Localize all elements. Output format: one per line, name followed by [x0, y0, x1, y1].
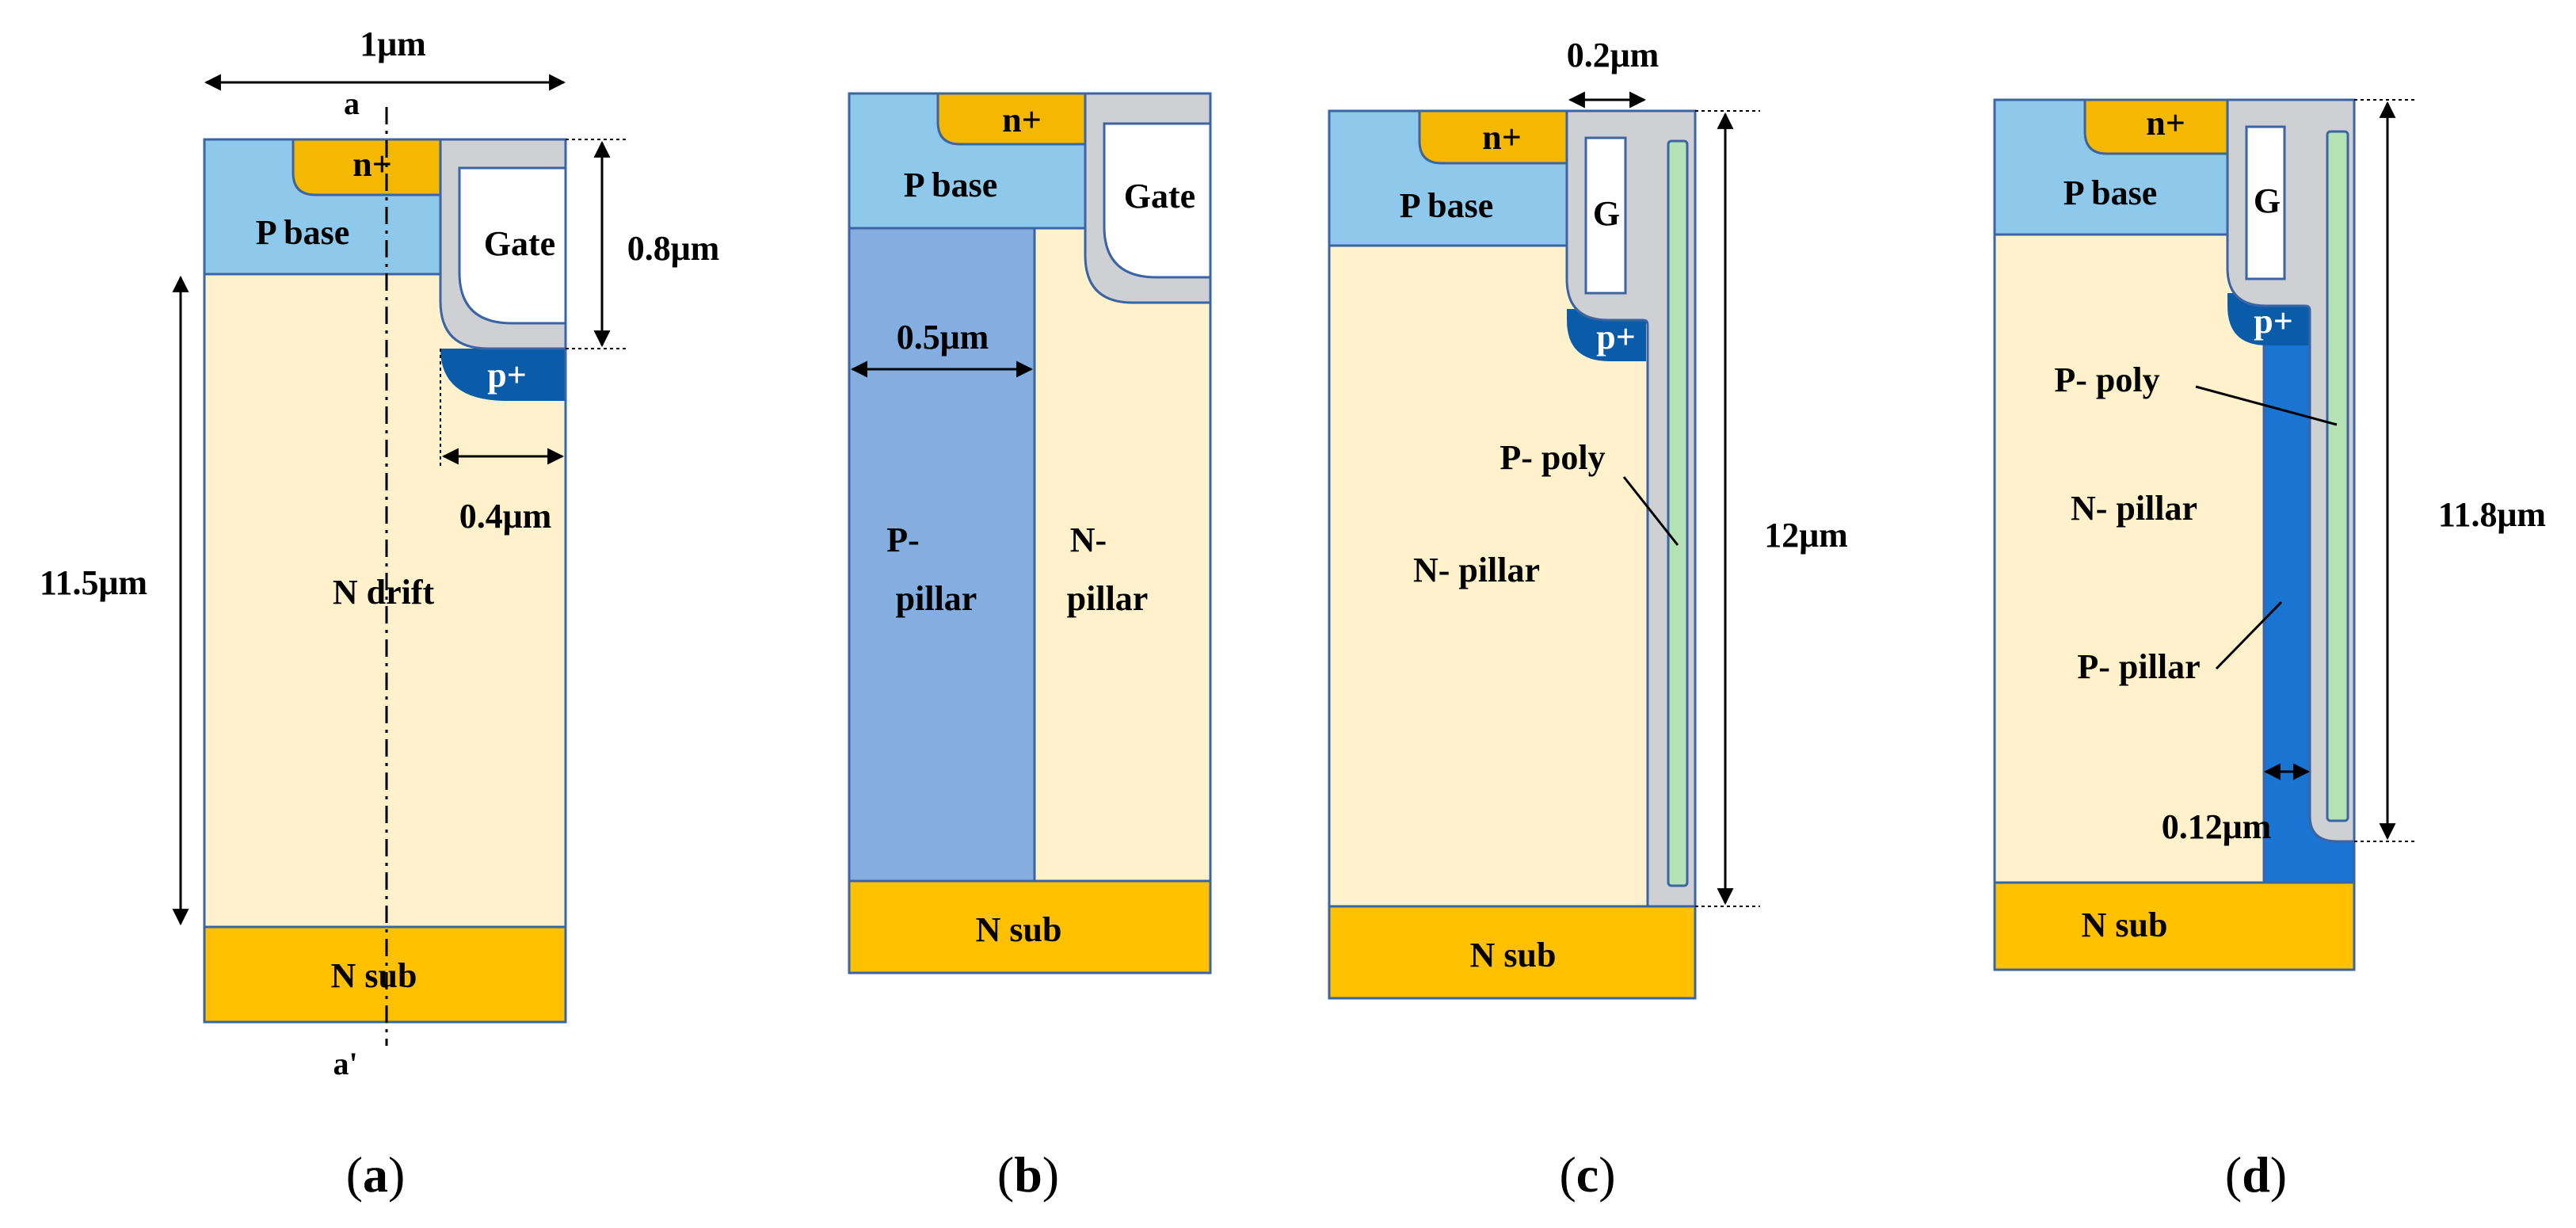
n-plus-label: n+: [2146, 104, 2185, 143]
n-plus-region: [2083, 98, 2231, 155]
dim-trench-label: 0.2μm: [1567, 36, 1660, 74]
panel-c: 0.2μm n+ P base G p+ P- poly 12μm N- pil…: [1328, 36, 1848, 1203]
gate-label: G: [2254, 181, 2281, 220]
n-pillar-label-1: N-: [1070, 521, 1107, 559]
n-pillar-label: N- pillar: [2071, 489, 2197, 528]
cut-label-bottom: a': [333, 1046, 357, 1081]
n-drift-label: N drift: [333, 573, 435, 612]
gate-label: G: [1593, 194, 1620, 233]
panel-b: n+ P base Gate 0.5μm P- pillar N- pillar…: [848, 92, 1212, 1203]
p-base-label: P base: [256, 213, 350, 252]
p-base-label: P base: [2063, 174, 2158, 212]
n-plus-label: n+: [1482, 118, 1522, 157]
p-poly-region: [1667, 139, 1689, 887]
gate-electrode: [458, 166, 567, 325]
p-pillar-label-1: P-: [886, 521, 920, 559]
n-sub-region: [1993, 881, 2356, 971]
p-pillar-region: [848, 227, 1036, 883]
p-poly-region: [2326, 130, 2349, 822]
p-base-label: P base: [1400, 186, 1494, 225]
gate-electrode: [1584, 136, 1627, 295]
n-plus-region: [292, 138, 444, 196]
dim-pplus-label: 0.4μm: [459, 497, 552, 536]
p-plus-label: p+: [2254, 302, 2293, 341]
dim-depth-label: 11.8μm: [2438, 495, 2546, 534]
p-base-label: P base: [904, 166, 998, 204]
panel-d: n+ P base G p+ P- poly 11.8μm N- pillar …: [1993, 98, 2546, 1203]
p-poly-leader: [2195, 385, 2338, 426]
n-pillar-label-2: pillar: [1067, 579, 1149, 618]
caption-c: (c): [1559, 1146, 1615, 1203]
p-pillar-label: P- pillar: [2077, 647, 2200, 686]
dim-drift-label: 11.5μm: [40, 563, 147, 602]
p-poly-leader: [1622, 476, 1679, 546]
p-plus-region: [440, 349, 566, 401]
n-sub-region: [203, 925, 567, 1024]
n-plus-region: [936, 92, 1088, 146]
n-sub-region: [1328, 905, 1697, 1000]
panel-a: 1μm a n+ P base Gate p+ 0.8μm 0.4μm 11.5…: [40, 25, 719, 1203]
p-pillar-leader: [2215, 601, 2283, 670]
gate-electrode: [1103, 122, 1212, 279]
p-poly-label: P- poly: [1499, 438, 1605, 477]
dim-width-label: 1μm: [360, 25, 426, 63]
caption-d: (d): [2225, 1146, 2287, 1203]
n-pillar-region: [1993, 233, 2265, 884]
p-poly-label: P- poly: [2054, 360, 2159, 399]
n-sub-label: N sub: [1470, 936, 1557, 974]
p-pillar-label-2: pillar: [896, 579, 977, 618]
dim-pillar-label: 0.5μm: [897, 318, 989, 357]
n-pillar-label: N- pillar: [1413, 551, 1540, 589]
gate-electrode: [2245, 125, 2286, 280]
dim-gate-label: 0.8μm: [627, 229, 720, 268]
caption-a: (a): [346, 1146, 406, 1203]
n-plus-region: [1418, 109, 1570, 165]
n-sub-region: [848, 879, 1212, 974]
gate-label: Gate: [484, 224, 555, 263]
n-sub-label: N sub: [331, 956, 417, 995]
dim-pillar-label: 0.12μm: [2162, 807, 2272, 846]
p-plus-label: p+: [487, 356, 527, 395]
gate-label: Gate: [1124, 177, 1195, 215]
n-plus-label: n+: [352, 145, 392, 184]
p-plus-label: p+: [1596, 318, 1636, 357]
p-plus-region: [1567, 309, 1646, 361]
n-sub-label: N sub: [976, 910, 1062, 949]
trench-oxide: [2226, 98, 2356, 843]
cut-label-top: a: [344, 86, 360, 121]
n-plus-label: n+: [1002, 101, 1042, 139]
n-sub-label: N sub: [2082, 906, 2168, 944]
dim-depth-label: 12μm: [1764, 516, 1848, 555]
trench-oxide: [1565, 109, 1697, 908]
caption-b: (b): [997, 1146, 1059, 1203]
